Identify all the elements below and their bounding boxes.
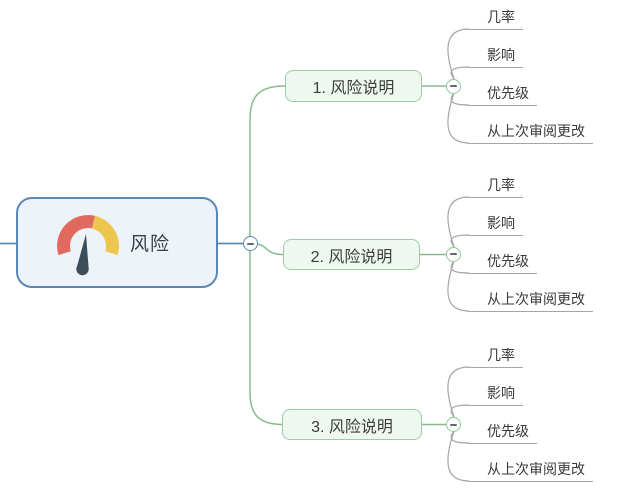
branch-topic-2[interactable]: 2. 风险说明 (283, 239, 420, 270)
collapse-button-branch-1[interactable] (446, 78, 461, 94)
branch-topic-3[interactable]: 3. 风险说明 (282, 409, 422, 440)
root-topic-label: 风险 (130, 234, 171, 255)
leaf-topic-3-3[interactable]: 优先级 (468, 420, 537, 444)
minus-icon (450, 253, 457, 255)
collapse-button-branch-3[interactable] (446, 417, 461, 432)
minus-icon (246, 242, 254, 245)
leaf-connectors (447, 28, 470, 482)
minus-icon (450, 423, 457, 426)
branch-topic-2-label: 2. 风险说明 (310, 248, 393, 266)
branch-topic-1[interactable]: 1. 风险说明 (285, 70, 422, 102)
branch-topic-1-label: 1. 风险说明 (312, 80, 395, 97)
collapse-button-branch-2[interactable] (446, 246, 461, 262)
leaf-topic-2-1[interactable]: 几率 (468, 174, 523, 198)
root-topic[interactable]: 风险 (16, 197, 218, 288)
gauge-needle (76, 233, 89, 275)
leaf-topic-2-2[interactable]: 影响 (468, 212, 523, 236)
branch-topic-3-label: 3. 风险说明 (311, 418, 393, 436)
branch-connectors (249, 85, 448, 426)
minus-icon (450, 85, 457, 87)
collapse-button-root[interactable] (242, 236, 258, 251)
gauge-arc (57, 214, 119, 255)
leaf-topic-1-4[interactable]: 从上次审阅更改 (468, 120, 593, 144)
leaf-topic-1-2[interactable]: 影响 (468, 44, 523, 68)
leaf-topic-1-1[interactable]: 几率 (468, 6, 523, 30)
leaf-topic-3-1[interactable]: 几率 (468, 344, 523, 368)
leaf-topic-3-4[interactable]: 从上次审阅更改 (468, 458, 593, 482)
leaf-topic-2-4[interactable]: 从上次审阅更改 (468, 288, 593, 312)
leaf-topic-2-3[interactable]: 优先级 (468, 250, 537, 274)
leaf-topic-1-3[interactable]: 优先级 (468, 82, 537, 106)
leaf-topic-3-2[interactable]: 影响 (468, 382, 523, 406)
gauge-icon (57, 214, 119, 275)
